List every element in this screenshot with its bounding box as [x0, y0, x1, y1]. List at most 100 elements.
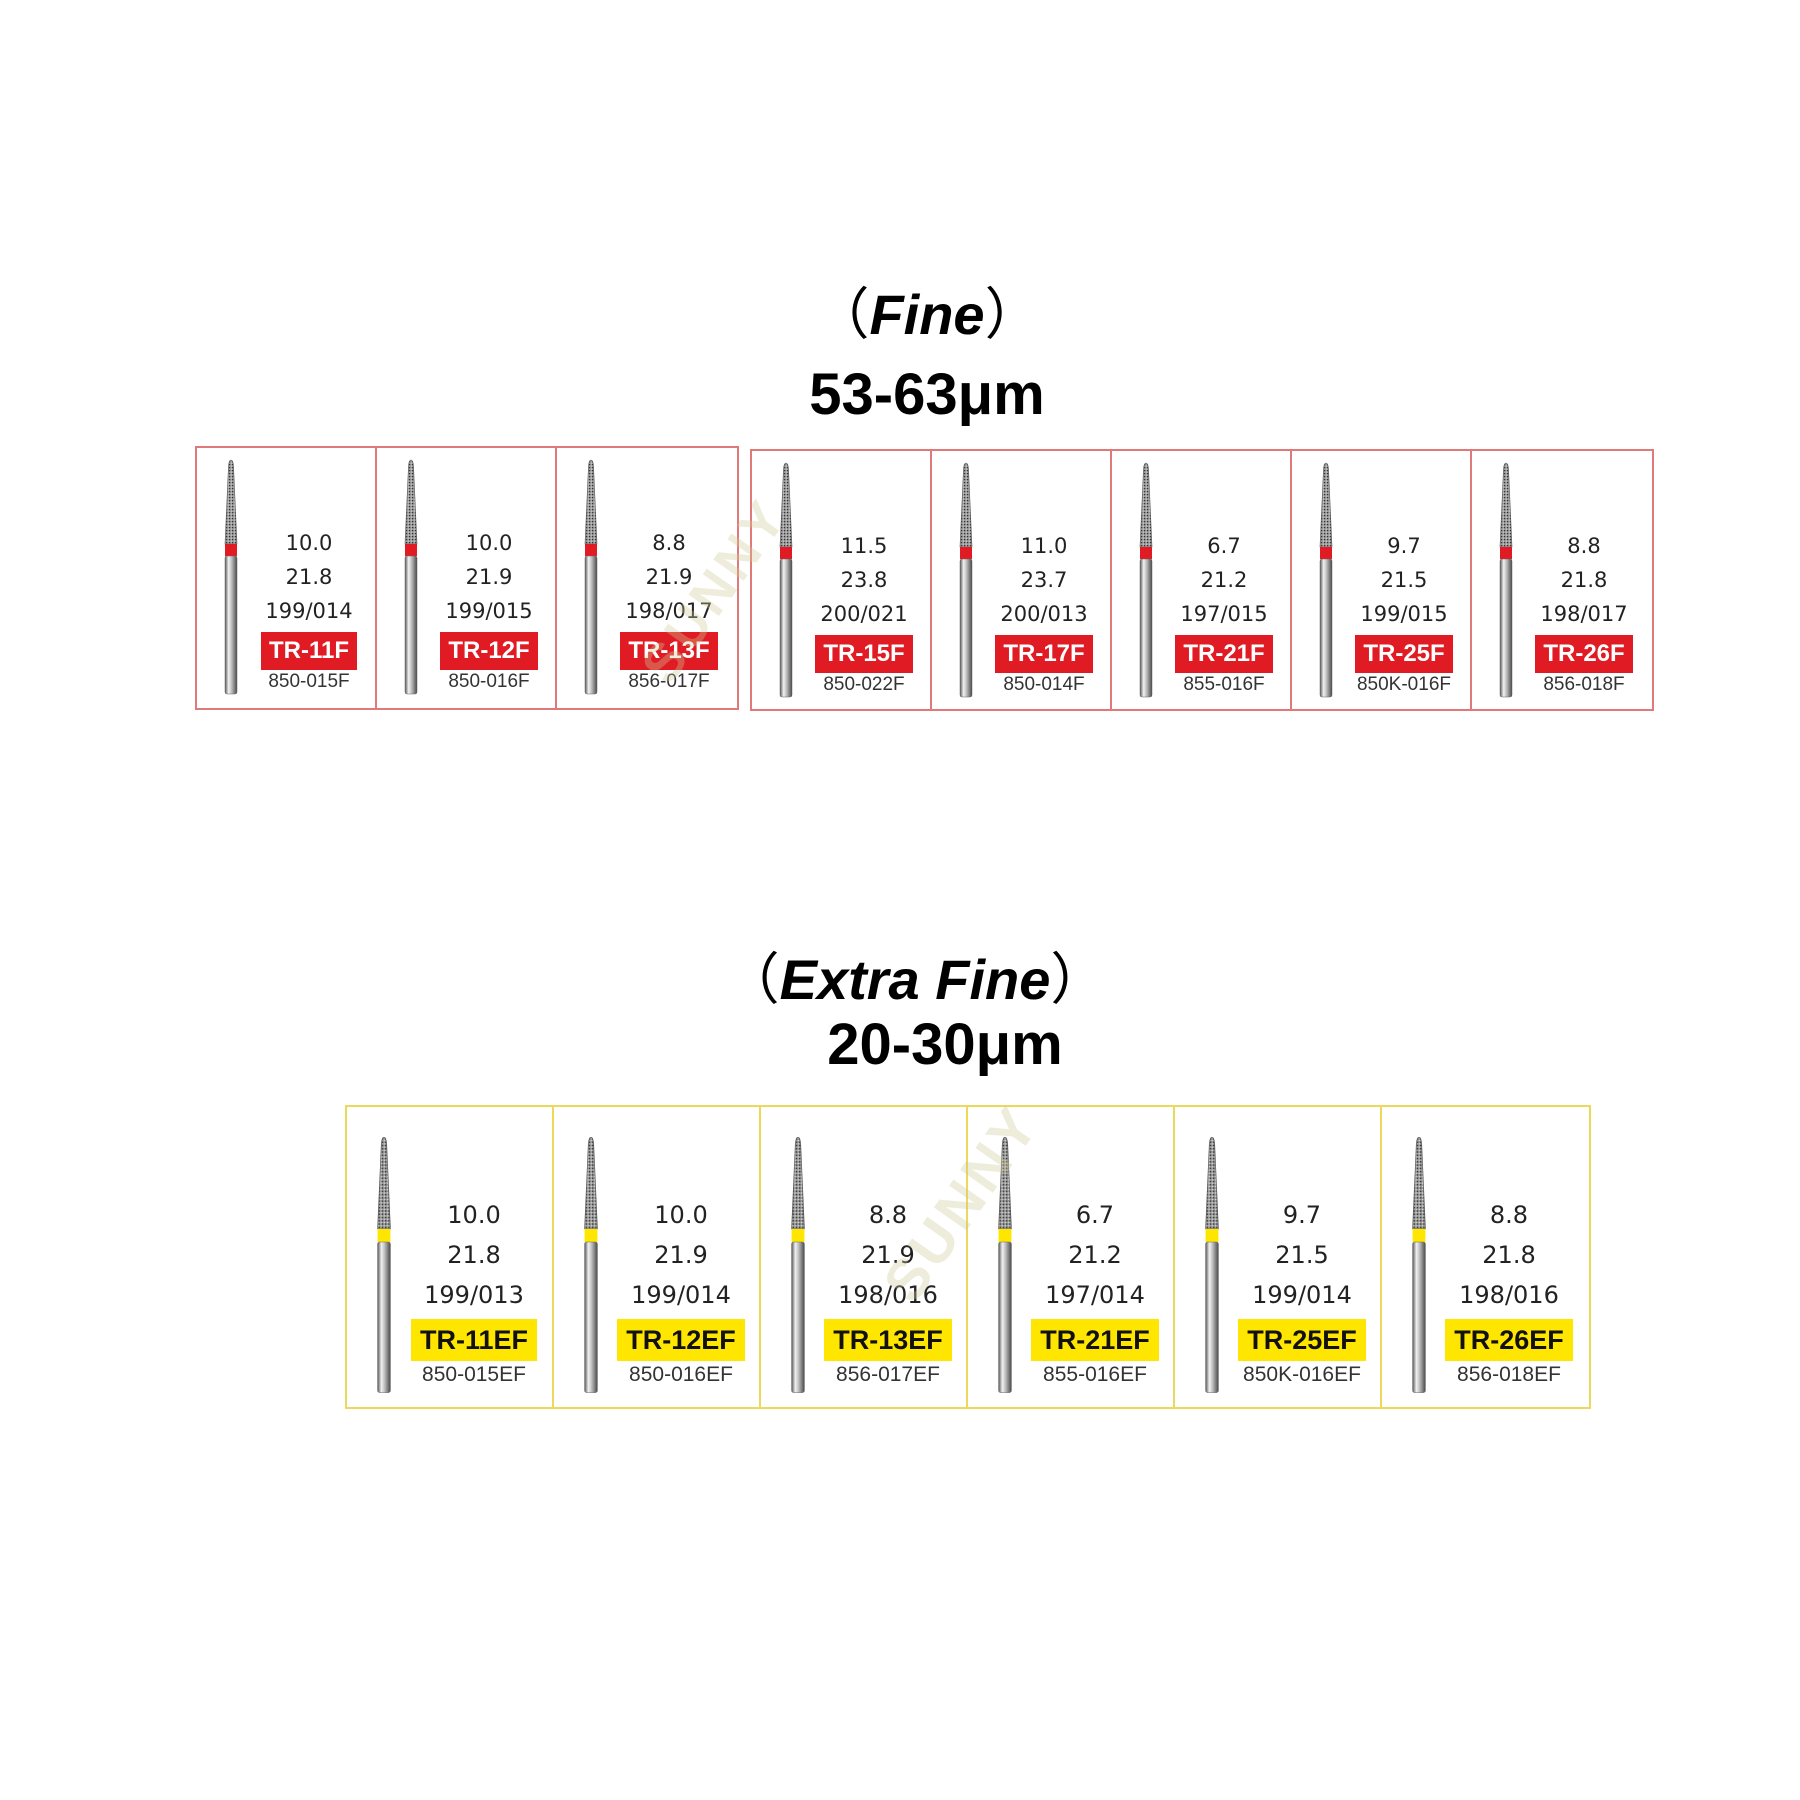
bur-icon	[959, 462, 973, 698]
grit-band	[1412, 1228, 1426, 1242]
grit-band	[584, 1228, 598, 1242]
grit-band	[1140, 547, 1152, 559]
iso-code: 198/016	[1459, 1281, 1559, 1309]
grit-band	[1205, 1228, 1219, 1242]
model-code-badge: TR-11F	[260, 632, 357, 670]
working-length: 6.7	[1075, 1201, 1115, 1229]
bur-icon	[1139, 462, 1153, 698]
iso-code: 197/015	[1180, 602, 1268, 626]
reference-number: 850-016EF	[629, 1363, 733, 1386]
model-code-badge: TR-26F	[1535, 635, 1633, 673]
fine-grade-title: （Fine）	[27, 285, 1800, 346]
bur-icon	[584, 459, 598, 695]
bur-icon	[1205, 1136, 1219, 1393]
iso-code: 200/021	[820, 602, 908, 626]
reference-number: 856-017EF	[836, 1363, 940, 1386]
model-code-badge: TR-13F	[620, 632, 718, 670]
working-length: 8.8	[868, 1201, 908, 1229]
total-length: 23.7	[1020, 568, 1068, 592]
iso-code: 198/017	[625, 599, 713, 623]
grit-band	[405, 544, 417, 556]
grit-band	[780, 547, 792, 559]
total-length: 21.9	[861, 1241, 915, 1269]
reference-number: 850-016F	[448, 671, 530, 692]
working-length: 9.7	[1282, 1201, 1322, 1229]
grit-band	[225, 544, 237, 556]
reference-number: 856-017F	[628, 671, 710, 692]
working-length: 8.8	[652, 531, 686, 555]
working-length: 8.8	[1489, 1201, 1529, 1229]
total-length: 21.8	[285, 565, 333, 589]
grit-band	[998, 1228, 1012, 1242]
grit-band	[1500, 547, 1512, 559]
reference-number: 855-016EF	[1043, 1363, 1147, 1386]
total-length: 21.8	[447, 1241, 501, 1269]
iso-code: 198/017	[1540, 602, 1628, 626]
iso-code: 199/014	[631, 1281, 731, 1309]
bur-icon	[998, 1136, 1012, 1393]
iso-code: 199/015	[1360, 602, 1448, 626]
extra-fine-paren-open: （	[723, 948, 780, 1013]
extra-fine-grit-range: 20-30μm	[827, 1012, 1063, 1077]
working-length: 6.7	[1207, 534, 1241, 558]
model-code-badge: TR-12EF	[617, 1319, 745, 1361]
working-length: 8.8	[1567, 534, 1601, 558]
bur-icon	[224, 459, 238, 695]
total-length: 21.9	[654, 1241, 708, 1269]
total-length: 21.2	[1068, 1241, 1122, 1269]
fine-paren-close: ）	[984, 283, 1041, 348]
model-code-badge: TR-12F	[440, 632, 538, 670]
working-length: 11.5	[840, 534, 888, 558]
bur-icon	[1412, 1136, 1426, 1393]
model-code-badge: TR-11EF	[410, 1319, 538, 1361]
reference-number: 850-022F	[823, 674, 905, 695]
iso-code: 199/014	[1252, 1281, 1352, 1309]
working-length: 10.0	[465, 531, 513, 555]
working-length: 10.0	[654, 1201, 708, 1229]
fine-grit-range: 53-63μm	[809, 362, 1045, 427]
iso-code: 199/015	[445, 599, 533, 623]
reference-number: 850K-016F	[1356, 674, 1451, 695]
bur-icon	[377, 1136, 391, 1393]
model-code-badge: TR-21F	[1175, 635, 1273, 673]
iso-code: 199/014	[265, 599, 353, 623]
total-length: 21.5	[1275, 1241, 1329, 1269]
total-length: 21.9	[645, 565, 693, 589]
reference-number: 856-018EF	[1457, 1363, 1561, 1386]
reference-number: 850-015F	[268, 671, 350, 692]
iso-code: 197/014	[1045, 1281, 1145, 1309]
reference-number: 856-018F	[1543, 674, 1625, 695]
total-length: 23.8	[840, 568, 888, 592]
grit-band	[960, 547, 972, 559]
bur-icon	[1319, 462, 1333, 698]
extra-fine-grade-title: （Extra Fine）	[15, 950, 1800, 1011]
